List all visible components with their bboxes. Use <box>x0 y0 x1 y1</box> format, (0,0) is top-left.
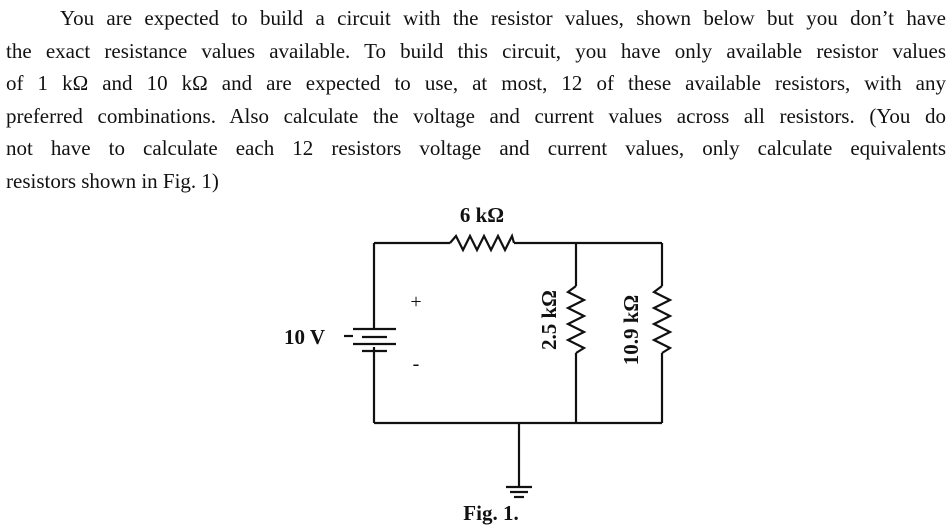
resistor-2-5k <box>565 285 587 354</box>
problem-line-1: You are expected to build a circuit with… <box>60 6 946 30</box>
label-10-9k: 10.9 kΩ <box>619 295 643 366</box>
problem-line-5: not have to calculate each 12 resistors … <box>6 136 946 160</box>
minus-sign: - <box>413 353 420 375</box>
plus-sign: + <box>410 291 421 313</box>
ground-symbol <box>506 423 532 499</box>
problem-line-4: preferred combinations. Also calculate t… <box>6 103 946 128</box>
problem-line-3: of 1 kΩ and 10 kΩ and are expected to us… <box>6 71 946 95</box>
label-6k: 6 kΩ <box>460 203 504 227</box>
label-source: 10 V <box>284 325 325 349</box>
figure-caption: Fig. 1. <box>463 501 518 525</box>
resistor-6k <box>449 232 516 253</box>
problem-statement: You are expected to build a circuit with… <box>6 2 946 197</box>
battery-symbol <box>344 327 396 353</box>
resistor-10-9k <box>651 285 673 354</box>
problem-line-6: resistors shown in Fig. 1) <box>6 168 219 193</box>
label-2-5k: 2.5 kΩ <box>537 290 561 350</box>
problem-line-2: the exact resistance values available. T… <box>6 38 946 63</box>
